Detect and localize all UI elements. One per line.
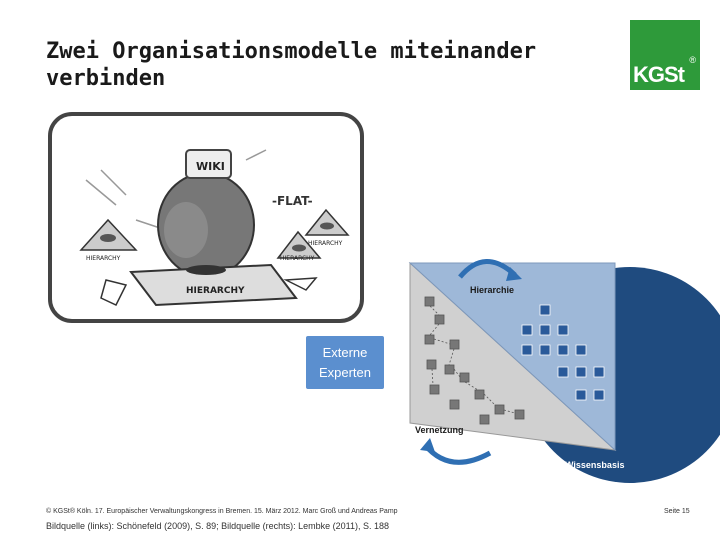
title-line-1: Zwei Organisationsmodelle miteinander	[46, 39, 536, 64]
experts-line-1: Externe	[323, 345, 368, 360]
kgst-logo: ® KGSt	[630, 20, 700, 90]
network-label: Vernetzung	[415, 425, 464, 435]
bottom-cycle-arrow	[425, 445, 490, 462]
knowledge-base-label: Wissensbasis	[565, 460, 624, 470]
flattened-hierarchy-base	[131, 265, 296, 305]
small-left-label: HIERARCHY	[86, 255, 121, 262]
title-line-2: verbinden	[46, 66, 165, 91]
footer-image-source: Bildquelle (links): Schönefeld (2009), S…	[46, 521, 389, 531]
bottom-arrow-head	[420, 438, 435, 452]
slide-title: Zwei Organisationsmodelle miteinander ve…	[46, 38, 606, 92]
logo-text: KGSt	[633, 62, 700, 88]
glove-label: WIKI	[196, 160, 225, 173]
hierarchy-label: Hierarchie	[470, 285, 514, 295]
small-top-label: HIERARCHY	[308, 240, 343, 247]
footer-copyright: © KGSt® Köln. 17. Europäischer Verwaltun…	[46, 508, 398, 515]
external-experts-box	[305, 335, 385, 390]
experts-line-2: Experten	[319, 365, 371, 380]
flat-label: -FLAT-	[272, 194, 313, 208]
base-label: HIERARCHY	[186, 286, 245, 296]
organisation-model-diagram: Externe Experten Hierarchie Vernetzung W…	[300, 255, 720, 485]
page-number: Seite 15	[664, 508, 690, 515]
